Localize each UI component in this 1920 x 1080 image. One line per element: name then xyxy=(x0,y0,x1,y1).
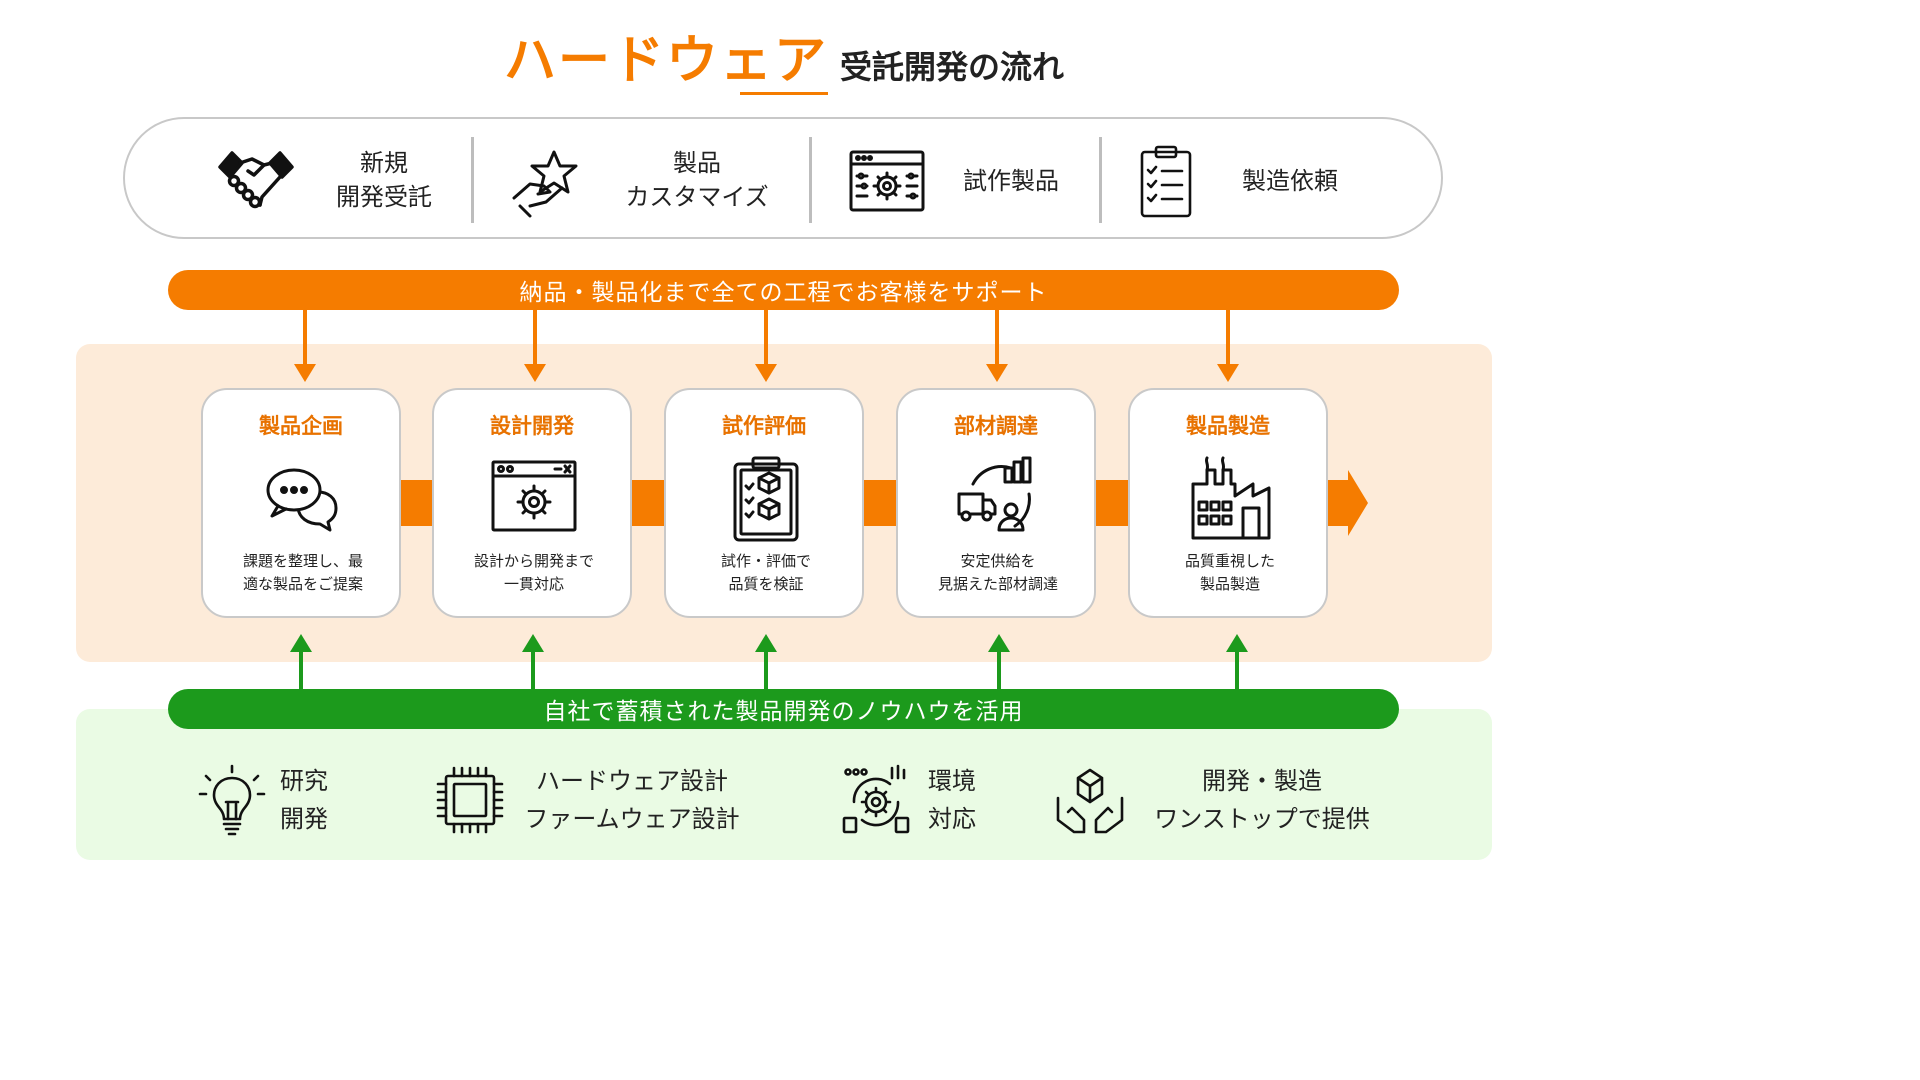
title-sub: 受託開発の流れ xyxy=(840,48,1065,86)
service-label-line: 製品 xyxy=(673,149,721,177)
step-description-line: 製品製造 xyxy=(1199,575,1260,593)
step-title: 試作評価 xyxy=(722,414,806,438)
settings-window-icon xyxy=(847,140,927,220)
knowhow-label-line: 対応 xyxy=(928,805,976,833)
chip-icon xyxy=(434,764,506,836)
hand-star-icon xyxy=(510,146,590,226)
step-title: 部材調達 xyxy=(954,414,1038,438)
step-card-planning: 製品企画 課題を整理し、最 適な製品をご提案 xyxy=(201,388,401,618)
step-description: 試作・評価で 品質を検証 xyxy=(672,550,860,596)
knowhow-label-line: 環境 xyxy=(928,767,976,795)
step-card-design: 設計開発 設計から開発まで 一貫対応 xyxy=(432,388,632,618)
step-description: 設計から開発まで 一貫対応 xyxy=(440,550,628,596)
step-description-line: 試作・評価で xyxy=(720,552,811,570)
knowhow-label-line: ファームウェア設計 xyxy=(524,805,740,833)
service-separator xyxy=(471,137,474,223)
gear-window-icon xyxy=(489,454,579,544)
support-arrows xyxy=(290,310,1248,689)
knowhow-label-hardware-firmware: ハードウェア設計 ファームウェア設計 xyxy=(502,762,762,838)
page-title: ハードウェア 受託開発の流れ xyxy=(0,18,1568,93)
service-label-line: 新規 xyxy=(360,149,408,177)
knowhow-label-environment: 環境 対応 xyxy=(914,762,990,838)
step-card-procurement: 部材調達 安定供給を 見据えた部材調達 xyxy=(896,388,1096,618)
service-label-line: 製造依頼 xyxy=(1242,167,1338,195)
step-description-line: 一貫対応 xyxy=(503,575,564,593)
flow-connector xyxy=(863,480,898,526)
step-title: 製品企画 xyxy=(259,414,343,438)
knowhow-label-line: ハードウェア設計 xyxy=(536,767,728,795)
knowhow-label-line: 開発 xyxy=(280,805,328,833)
knowhow-banner: 自社で蓄積された製品開発のノウハウを活用 xyxy=(168,689,1399,729)
knowhow-label-line: 開発・製造 xyxy=(1202,767,1322,795)
step-description: 課題を整理し、最 適な製品をご提案 xyxy=(209,550,397,596)
procurement-icon xyxy=(953,454,1043,544)
step-description-line: 品質を検証 xyxy=(728,575,804,593)
title-main: ハードウェア xyxy=(503,31,828,91)
step-card-prototype: 試作評価 試作・評価で 品質を検証 xyxy=(664,388,864,618)
step-title: 製品製造 xyxy=(1186,414,1270,438)
step-title: 設計開発 xyxy=(490,414,574,438)
factory-icon xyxy=(1185,454,1275,544)
service-separator xyxy=(1099,137,1102,223)
service-label-new-development: 新規 開発受託 xyxy=(320,146,448,214)
speech-bubbles-icon xyxy=(258,454,348,544)
clipboard-checklist-icon xyxy=(1126,142,1206,222)
service-label-line: 開発受託 xyxy=(336,183,432,211)
knowhow-label-line: ワンストップで提供 xyxy=(1154,805,1370,833)
title-underline xyxy=(740,92,828,95)
service-label-line: 試作製品 xyxy=(963,167,1059,195)
step-description-line: 見据えた部材調達 xyxy=(937,575,1058,593)
environment-gear-icon xyxy=(840,764,912,836)
step-description: 品質重視した 製品製造 xyxy=(1136,550,1324,596)
lightbulb-icon xyxy=(196,764,268,836)
clipboard-boxes-icon xyxy=(721,454,811,544)
step-description-line: 安定供給を xyxy=(960,552,1036,570)
hands-box-icon xyxy=(1054,764,1126,836)
step-card-manufacturing: 製品製造 品質重視した 製品製造 xyxy=(1128,388,1328,618)
service-label-manufacturing-request: 製造依頼 xyxy=(1222,164,1358,198)
step-description-line: 設計から開発まで xyxy=(473,552,594,570)
service-label-customize: 製品 カスタマイズ xyxy=(612,146,782,214)
service-label-prototype: 試作製品 xyxy=(946,164,1076,198)
step-description-line: 適な製品をご提案 xyxy=(242,575,363,593)
step-description-line: 品質重視した xyxy=(1184,552,1275,570)
service-label-line: カスタマイズ xyxy=(625,183,769,211)
knowhow-label-research: 研究 開発 xyxy=(268,762,340,838)
step-description-line: 課題を整理し、最 xyxy=(242,552,363,570)
knowhow-label-line: 研究 xyxy=(280,767,328,795)
handshake-icon xyxy=(216,141,296,221)
knowhow-panel xyxy=(76,709,1492,860)
service-separator xyxy=(809,137,812,223)
flow-connector xyxy=(400,480,434,526)
flow-connector xyxy=(631,480,666,526)
step-description: 安定供給を 見据えた部材調達 xyxy=(904,550,1092,596)
flow-connector xyxy=(1095,480,1130,526)
service-bar xyxy=(123,117,1443,239)
support-banner: 納品・製品化まで全ての工程でお客様をサポート xyxy=(168,270,1399,310)
flow-end-arrow xyxy=(1326,470,1368,536)
knowhow-label-one-stop: 開発・製造 ワンストップで提供 xyxy=(1134,762,1390,838)
